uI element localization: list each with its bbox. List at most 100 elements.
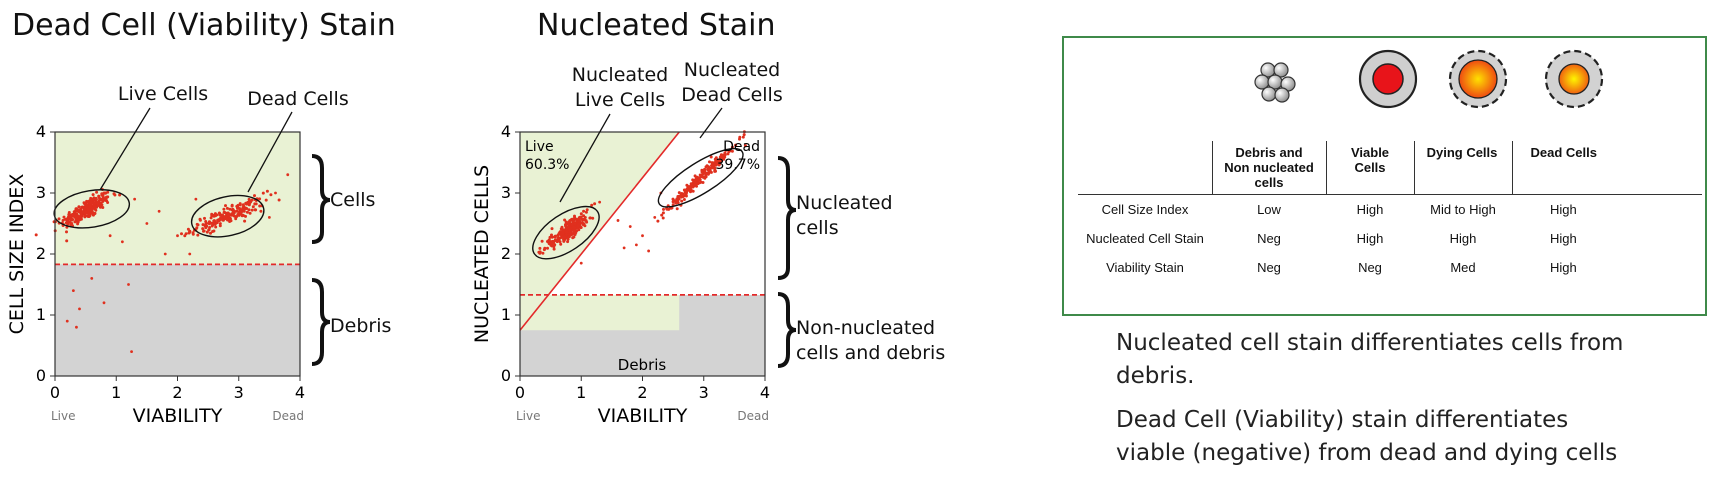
chart1-point xyxy=(259,209,263,213)
table-cell: High xyxy=(1550,231,1577,246)
chart1-x-axis-label: VIABILITY xyxy=(133,405,223,427)
chart1-point xyxy=(133,197,137,201)
chart1-x-end-live: Live xyxy=(51,409,76,423)
chart2-point xyxy=(717,158,721,162)
chart1-point xyxy=(78,307,81,311)
chart2-point xyxy=(706,171,710,175)
chart1-point xyxy=(90,277,94,280)
chart1-point xyxy=(230,204,234,208)
chart1-point xyxy=(221,218,224,222)
chart1-point xyxy=(233,214,237,218)
chart2-point xyxy=(557,232,561,236)
header-dead: Dead Cells xyxy=(1511,141,1702,195)
table-cell: Med xyxy=(1450,260,1476,275)
chart1-point xyxy=(213,212,217,216)
chart2-point xyxy=(701,181,705,184)
chart1-point xyxy=(65,221,69,224)
brace-debris xyxy=(311,278,331,366)
chart2-point xyxy=(550,227,554,231)
chart1-point xyxy=(188,252,192,256)
chart2-point xyxy=(689,188,693,192)
chart1-point xyxy=(81,205,85,209)
annotation-line-live xyxy=(99,107,151,191)
chart2-point xyxy=(572,235,576,239)
chart2-point xyxy=(680,193,684,197)
chart1-point xyxy=(85,199,89,203)
chart1-point xyxy=(249,200,253,204)
chart1-point xyxy=(225,206,229,210)
chart1-point xyxy=(61,218,65,222)
chart2-point xyxy=(538,246,542,250)
chart2-point xyxy=(743,144,747,148)
chart2-point xyxy=(583,216,587,219)
row-label: Viability Stain xyxy=(1106,260,1184,275)
chart2-point xyxy=(556,236,560,240)
chart2-point xyxy=(549,243,553,247)
chart2-x-end-dead: Dead xyxy=(737,409,769,423)
chart1-point xyxy=(236,206,239,210)
chart1-point xyxy=(239,210,243,213)
chart1-point xyxy=(241,214,245,217)
chart1-y-tick-label: 0 xyxy=(36,366,46,385)
chart1-point xyxy=(98,205,102,209)
chart1-y-tick-label: 3 xyxy=(36,183,46,202)
chart2-point xyxy=(741,135,745,139)
chart1-point xyxy=(102,301,106,305)
chart1-point xyxy=(241,206,245,209)
chart2-point xyxy=(590,203,594,207)
chart2-point xyxy=(707,165,710,169)
chart1-point xyxy=(77,205,81,209)
chart1-point xyxy=(113,193,117,197)
chart1-point xyxy=(87,211,91,215)
chart2-point xyxy=(577,219,581,223)
chart1-point xyxy=(71,289,75,292)
chart2-point xyxy=(682,198,686,201)
chart1-point xyxy=(97,198,101,202)
chart1-point xyxy=(235,209,239,213)
chart2-point xyxy=(552,247,556,251)
chart1-point xyxy=(66,216,70,220)
chart2-point xyxy=(579,215,583,219)
chart1-point xyxy=(203,216,206,220)
bracket-label-debris: Debris xyxy=(330,315,392,337)
chart1-point xyxy=(207,220,211,224)
chart1-point xyxy=(130,350,133,353)
chart2-point xyxy=(730,145,734,149)
chart1-point xyxy=(251,205,255,209)
chart2-point xyxy=(546,240,549,243)
chart2-point xyxy=(550,235,554,239)
dead-cell-icon xyxy=(1544,49,1604,109)
chart1-point xyxy=(267,216,271,219)
chart2-point xyxy=(561,235,565,239)
chart1-point xyxy=(94,205,97,209)
chart1-gate-ellipse-0 xyxy=(53,189,131,229)
chart1-point xyxy=(127,283,130,286)
chart1-point xyxy=(247,197,251,201)
chart2-point xyxy=(709,170,713,174)
chart2-point xyxy=(556,238,560,242)
brace-cells xyxy=(311,154,331,244)
chart2-y-tick-label: 1 xyxy=(501,305,511,324)
chart1-point xyxy=(106,201,110,204)
dying-cell-icon xyxy=(1448,49,1508,109)
chart2-point xyxy=(719,154,723,158)
chart1-point xyxy=(67,213,71,217)
chart1-point xyxy=(216,219,220,223)
chart1-point xyxy=(101,206,105,209)
chart2-point xyxy=(699,174,703,178)
chart1-point xyxy=(145,222,149,225)
region-label-debris: Debris xyxy=(618,356,667,374)
chart2-point xyxy=(565,230,569,234)
chart2-point xyxy=(677,197,681,201)
chart1-x-tick-label: 2 xyxy=(172,383,182,402)
chart1-point xyxy=(79,213,83,217)
chart2-point xyxy=(742,133,746,137)
chart1-point xyxy=(258,204,262,208)
chart2-point xyxy=(616,219,620,222)
chart1-point xyxy=(208,226,212,229)
chart1-point xyxy=(80,211,84,215)
table-cell: High xyxy=(1449,231,1477,246)
chart2-point xyxy=(693,178,697,182)
header-debris: Debris and Non nucleated cells xyxy=(1211,141,1326,195)
